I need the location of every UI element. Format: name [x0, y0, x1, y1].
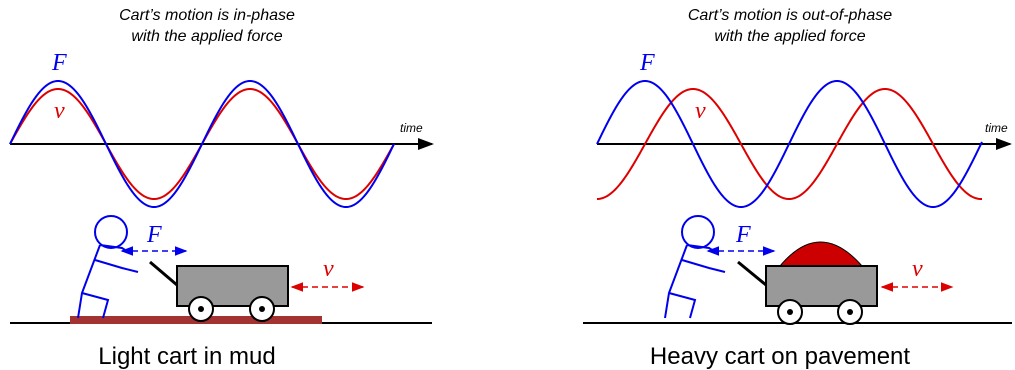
left-axis-label: time — [400, 121, 423, 135]
left-caption-line1: Cart’s motion is in-phase — [119, 7, 295, 24]
right-force-wave-label: F — [639, 50, 655, 76]
left-caption-line2: with the applied force — [131, 28, 282, 45]
left-cart-wheel-front — [188, 296, 214, 322]
left-scene-velocity-label: v — [323, 256, 334, 282]
left-person-figure — [77, 215, 139, 319]
right-force-waveform — [596, 79, 983, 209]
left-panel: Cart’s motion is in-phase with the appli… — [9, 7, 434, 370]
right-cart-body — [765, 265, 878, 307]
right-scene-force-label: F — [735, 222, 751, 248]
left-scene-force-label: F — [146, 222, 162, 248]
right-bottom-label: Heavy cart on pavement — [650, 343, 910, 370]
right-scene-velocity-label: v — [912, 256, 923, 282]
left-velocity-wave-label: v — [54, 98, 65, 124]
left-cart-handle — [149, 260, 178, 287]
right-cart-wheel-rear — [837, 299, 863, 325]
left-cart-wheel-rear — [249, 296, 275, 322]
right-caption-line2: with the applied force — [714, 28, 865, 45]
right-cart-wheel-front — [777, 299, 803, 325]
right-velocity-waveform — [596, 87, 983, 201]
left-bottom-label: Light cart in mud — [98, 343, 275, 370]
left-force-waveform — [9, 79, 395, 209]
right-velocity-wave-label: v — [695, 98, 706, 124]
heavy-load — [778, 241, 864, 267]
right-person-figure — [664, 215, 726, 319]
left-force-wave-label: F — [51, 50, 67, 76]
right-panel: Cart’s motion is out-of-phase with the a… — [583, 7, 1012, 370]
right-axis-label: time — [985, 121, 1008, 135]
right-cart-handle — [737, 260, 767, 287]
right-caption-line1: Cart’s motion is out-of-phase — [688, 7, 892, 24]
